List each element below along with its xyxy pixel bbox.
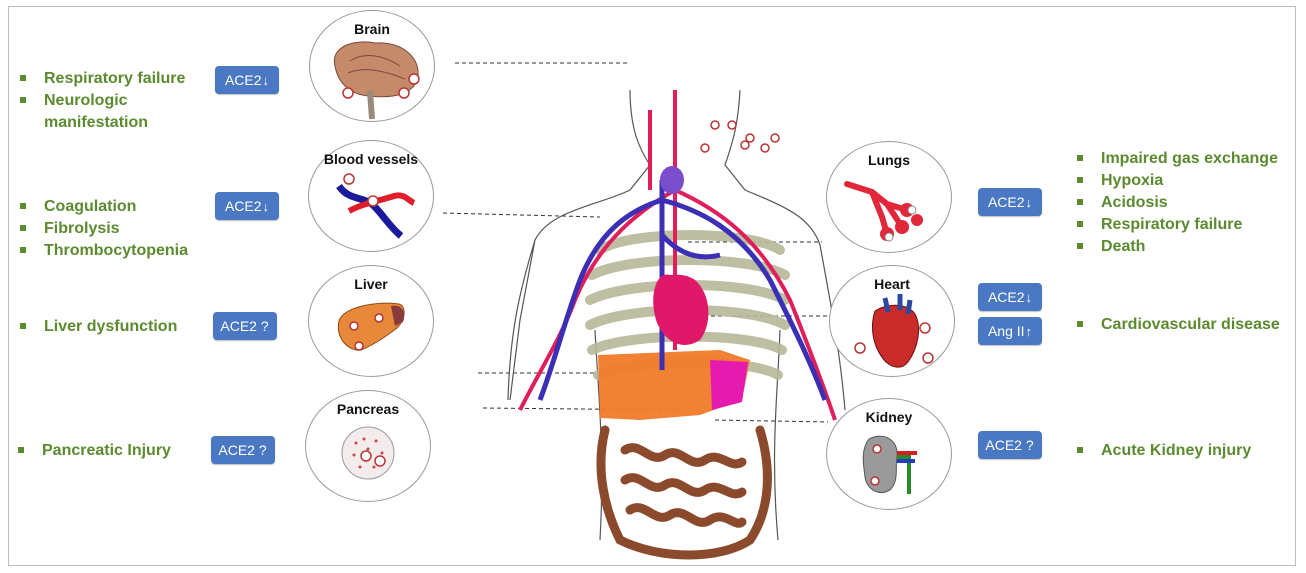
organ-circle-heart: Heart bbox=[829, 265, 955, 377]
effects-list-kidney: Acute Kidney injury bbox=[1075, 440, 1251, 462]
square-bullet-icon bbox=[1077, 199, 1083, 205]
heart-icon bbox=[830, 266, 956, 378]
effect-item: Liver dysfunction bbox=[18, 316, 177, 338]
effects-list-brain: Respiratory failure Neurologic manifesta… bbox=[18, 68, 185, 134]
liver-icon bbox=[309, 266, 435, 378]
effect-item: Respiratory failure bbox=[1075, 214, 1278, 236]
pancreas-icon bbox=[306, 391, 432, 503]
kidney-icon bbox=[827, 399, 953, 511]
ace2-badge-heart: ACE2↓ bbox=[978, 283, 1042, 311]
square-bullet-icon bbox=[1077, 447, 1083, 453]
square-bullet-icon bbox=[1077, 177, 1083, 183]
effects-list-pancreas: Pancreatic Injury bbox=[16, 440, 171, 462]
organ-circle-liver: Liver bbox=[308, 265, 434, 377]
square-bullet-icon bbox=[20, 97, 26, 103]
effect-item: Death bbox=[1075, 236, 1278, 258]
effect-item: Fibrolysis bbox=[18, 218, 188, 240]
square-bullet-icon bbox=[1077, 243, 1083, 249]
square-bullet-icon bbox=[20, 203, 26, 209]
organ-circle-brain: Brain bbox=[309, 10, 435, 122]
effect-item: Thrombocytopenia bbox=[18, 240, 188, 262]
square-bullet-icon bbox=[20, 75, 26, 81]
effect-item: Cardiovascular disease bbox=[1075, 314, 1280, 336]
organ-circle-pancreas: Pancreas bbox=[305, 390, 431, 502]
effect-item: manifestation bbox=[18, 112, 185, 134]
square-bullet-icon bbox=[1077, 221, 1083, 227]
ace2-badge-kidney: ACE2 ? bbox=[978, 431, 1042, 459]
effect-item: Respiratory failure bbox=[18, 68, 185, 90]
effects-list-lungs: Impaired gas exchange Hypoxia Acidosis R… bbox=[1075, 148, 1278, 258]
square-bullet-icon bbox=[1077, 321, 1083, 327]
human-torso-anatomy-illustration bbox=[480, 70, 860, 570]
effects-list-heart: Cardiovascular disease bbox=[1075, 314, 1280, 336]
square-bullet-icon bbox=[1077, 155, 1083, 161]
effect-item: Acidosis bbox=[1075, 192, 1278, 214]
organ-circle-kidney: Kidney bbox=[826, 398, 952, 510]
square-bullet-icon bbox=[20, 247, 26, 253]
ace2-badge-blood-vessels: ACE2↓ bbox=[215, 192, 279, 220]
effect-item: Coagulation bbox=[18, 196, 188, 218]
ace2-badge-liver: ACE2 ? bbox=[213, 312, 277, 340]
organ-circle-lungs: Lungs bbox=[826, 141, 952, 253]
square-bullet-icon bbox=[20, 225, 26, 231]
lungs-icon bbox=[827, 142, 953, 254]
blood-vessel-icon bbox=[309, 141, 435, 253]
effect-item: Impaired gas exchange bbox=[1075, 148, 1278, 170]
ace2-badge-brain: ACE2↓ bbox=[215, 66, 279, 94]
effect-item: Hypoxia bbox=[1075, 170, 1278, 192]
ang2-badge-heart: Ang II↑ bbox=[978, 317, 1042, 345]
square-bullet-icon bbox=[18, 447, 24, 453]
ace2-badge-lungs: ACE2↓ bbox=[978, 188, 1042, 216]
ace2-badge-pancreas: ACE2 ? bbox=[211, 436, 275, 464]
effect-item: Neurologic bbox=[18, 90, 185, 112]
square-bullet-icon bbox=[20, 323, 26, 329]
brain-icon bbox=[310, 11, 436, 123]
organ-circle-blood-vessels: Blood vessels bbox=[308, 140, 434, 252]
effects-list-blood-vessels: Coagulation Fibrolysis Thrombocytopenia bbox=[18, 196, 188, 262]
effect-item: Acute Kidney injury bbox=[1075, 440, 1251, 462]
effect-item: Pancreatic Injury bbox=[16, 440, 171, 462]
effects-list-liver: Liver dysfunction bbox=[18, 316, 177, 338]
